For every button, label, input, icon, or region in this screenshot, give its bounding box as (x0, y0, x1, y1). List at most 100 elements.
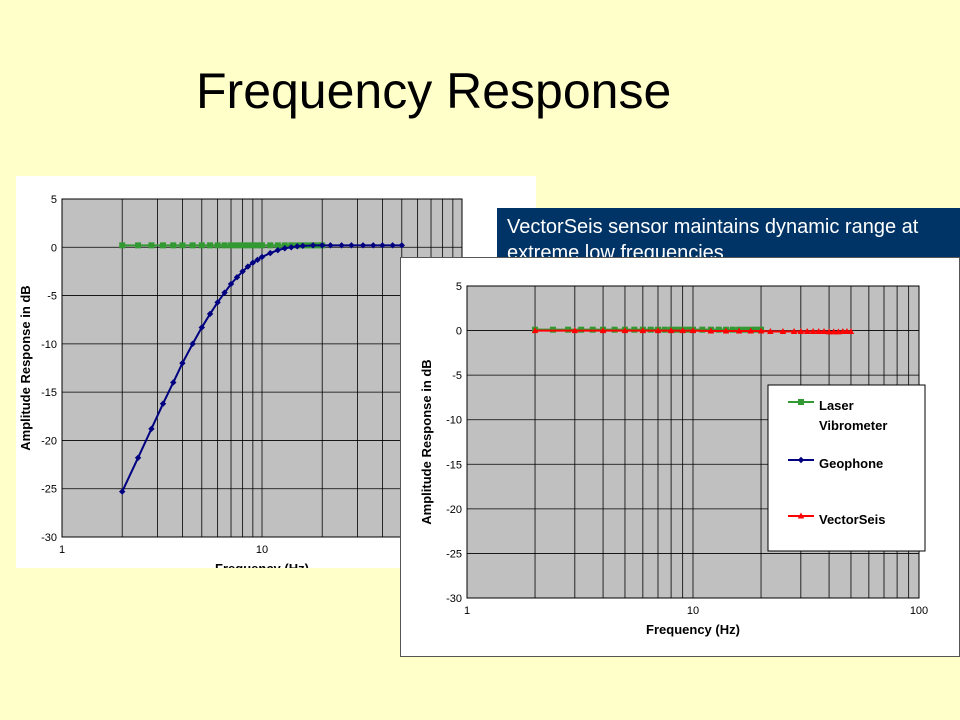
y-tick-label: 5 (456, 281, 462, 293)
data-point-laser (148, 242, 155, 249)
data-point-geophone (170, 379, 177, 386)
x-axis-title: Frequency (Hz) (646, 622, 740, 637)
data-point-laser (234, 242, 241, 249)
legend-marker-vectorseis (797, 512, 805, 519)
data-point-geophone (267, 249, 274, 257)
data-point-vectorseis (735, 327, 743, 334)
y-tick-label: 0 (456, 326, 462, 338)
data-point-vectorseis (825, 328, 833, 335)
data-point-geophone (239, 268, 246, 275)
x-tick-label: 10 (256, 544, 268, 556)
y-tick-label: -10 (41, 339, 57, 351)
y-tick-label: 0 (51, 242, 57, 254)
data-point-laser (259, 242, 265, 249)
series-geophone-line (121, 244, 402, 493)
x-axis-title: Frequency (Hz) (215, 561, 309, 568)
data-point-geophone (198, 324, 205, 331)
data-point-geophone (189, 340, 196, 348)
data-point-geophone (319, 242, 326, 249)
y-tick-label: -15 (41, 387, 57, 399)
y-tick-label: -20 (41, 435, 57, 447)
data-point-laser (267, 242, 274, 249)
data-point-vectorseis (654, 327, 662, 334)
data-point-geophone (389, 242, 396, 249)
data-point-geophone (244, 263, 252, 270)
data-point-vectorseis (571, 327, 579, 334)
data-point-laser (179, 242, 186, 249)
data-point-vectorseis (679, 327, 686, 334)
legend-label-laser: Vibrometer (819, 418, 887, 433)
data-point-geophone (258, 253, 266, 261)
data-point-vectorseis (815, 327, 822, 334)
data-point-geophone (227, 280, 235, 288)
data-point-laser (228, 242, 235, 249)
data-point-geophone (206, 310, 214, 318)
data-point-geophone (370, 242, 377, 249)
data-point-vectorseis (835, 328, 842, 335)
data-point-laser (160, 242, 167, 249)
data-point-geophone (119, 488, 126, 495)
data-point-vectorseis (797, 327, 805, 334)
data-point-laser (119, 242, 126, 249)
data-point-geophone (348, 242, 355, 249)
data-point-geophone (274, 246, 282, 254)
data-point-geophone (148, 425, 155, 433)
data-point-geophone (359, 242, 367, 249)
y-axis-title: Amplitude Response in dB (18, 285, 33, 450)
data-point-geophone (214, 299, 221, 306)
data-point-vectorseis (790, 327, 798, 334)
data-point-vectorseis (599, 327, 607, 334)
data-point-vectorseis (757, 327, 765, 334)
data-point-geophone (299, 242, 307, 250)
data-point-laser (170, 242, 177, 249)
data-point-geophone (379, 242, 386, 249)
data-point-vectorseis (767, 327, 774, 334)
data-point-laser (244, 242, 251, 249)
legend-marker-geophone (797, 456, 805, 464)
data-point-laser (198, 242, 205, 249)
y-tick-label: -25 (446, 548, 462, 560)
data-point-vectorseis (722, 327, 730, 334)
data-point-vectorseis (531, 327, 539, 334)
x-tick-label: 100 (910, 605, 928, 617)
series-geophone (119, 242, 405, 495)
data-point-vectorseis (803, 327, 811, 334)
data-point-geophone (233, 274, 241, 281)
data-point-laser (729, 326, 736, 333)
y-axis-title: Amplitude Response in dB (419, 359, 434, 524)
chart-geophone: 50-5-10-15-20-25-30110Frequency (Hz)Ampl… (18, 194, 463, 576)
data-point-laser (189, 242, 196, 249)
data-point-laser (214, 242, 221, 249)
data-point-vectorseis (639, 327, 647, 334)
data-point-laser (699, 326, 706, 333)
x-tick-label: 1 (59, 544, 65, 556)
data-point-geophone (294, 243, 301, 250)
data-point-laser (239, 242, 246, 249)
data-point-vectorseis (779, 327, 787, 334)
y-tick-label: -10 (446, 415, 462, 427)
legend-label-geophone: Geophone (819, 456, 883, 471)
data-point-laser (207, 242, 214, 249)
data-point-vectorseis (621, 327, 629, 334)
series-vectorseis (531, 327, 855, 335)
data-point-laser (135, 242, 142, 249)
data-point-vectorseis (809, 327, 817, 334)
data-point-geophone (249, 259, 257, 266)
data-point-geophone (288, 244, 295, 251)
legend-box (767, 384, 926, 552)
data-point-vectorseis (820, 327, 828, 334)
data-point-laser (715, 326, 722, 333)
data-point-vectorseis (689, 327, 697, 334)
data-point-geophone (327, 242, 334, 249)
legend-label-vectorseis: VectorSeis (819, 512, 886, 527)
data-point-vectorseis (843, 327, 851, 334)
data-point-vectorseis (667, 327, 675, 334)
y-tick-label: -30 (41, 532, 57, 544)
data-point-vectorseis (830, 328, 838, 335)
data-point-vectorseis (847, 327, 855, 334)
data-point-vectorseis (839, 327, 846, 334)
data-point-laser (221, 242, 228, 249)
data-point-geophone (179, 359, 186, 367)
